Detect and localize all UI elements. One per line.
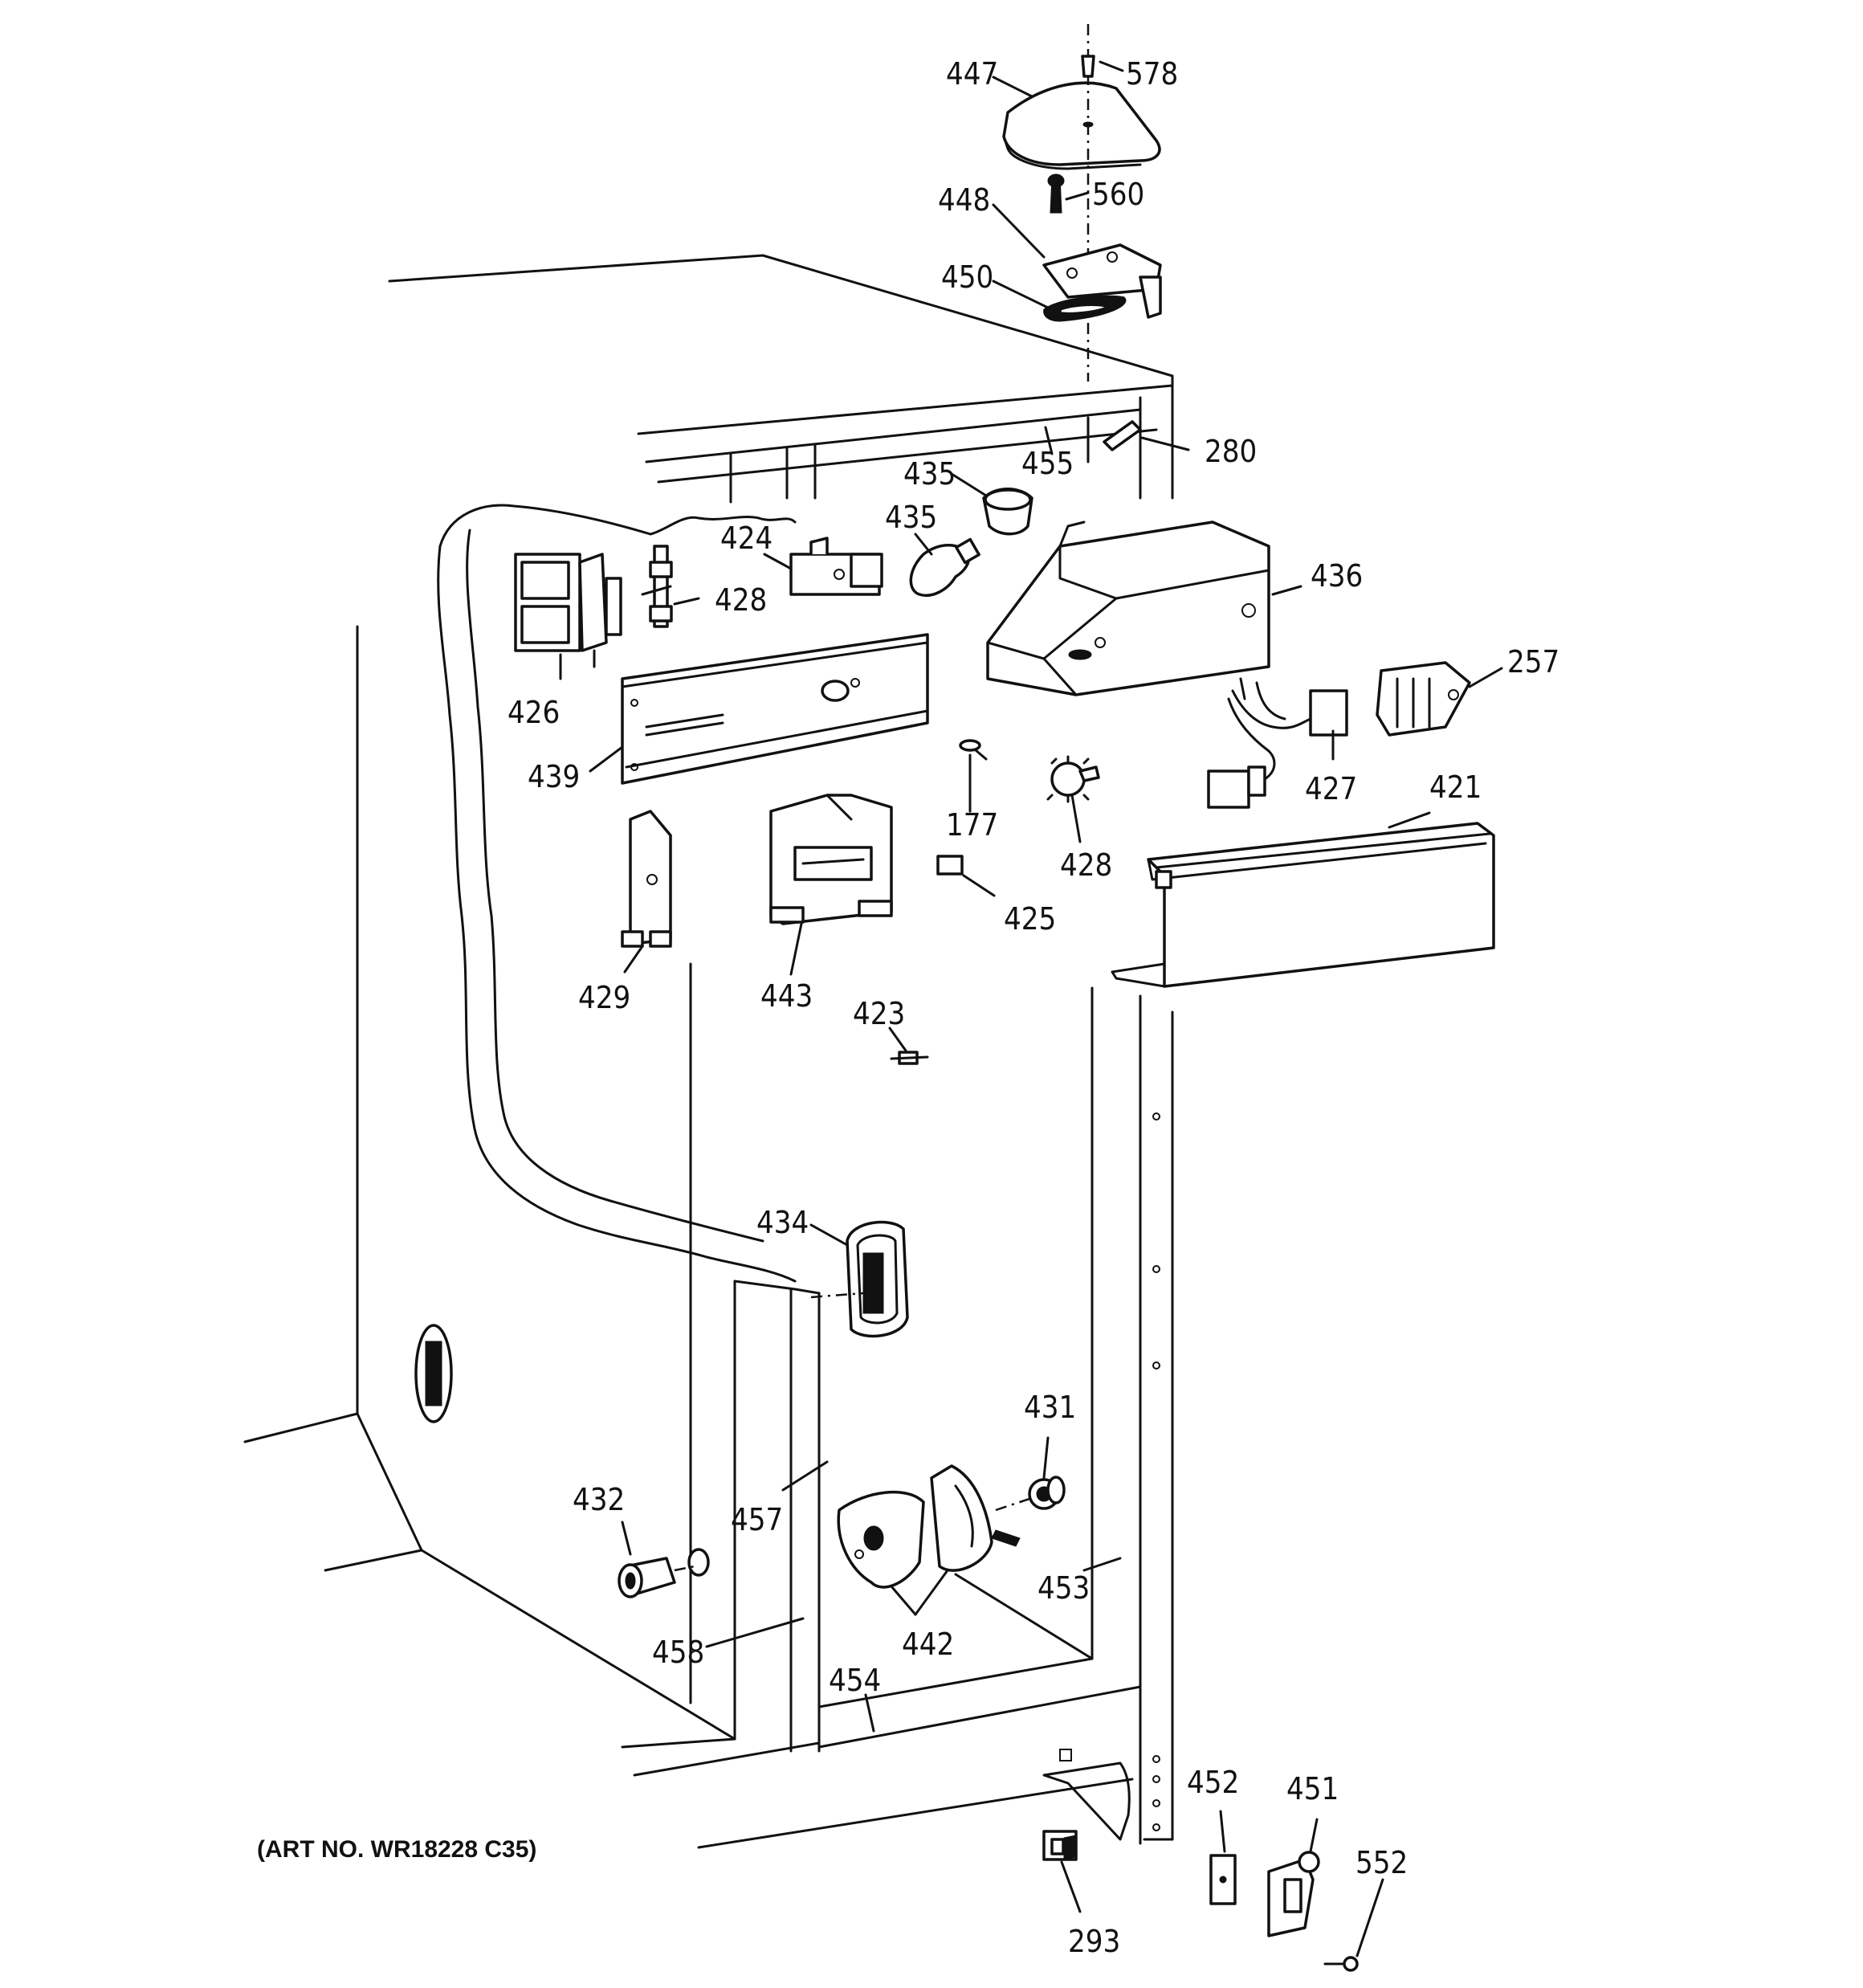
control-knob-gear [1046, 755, 1100, 803]
callout-432: 432 [573, 1482, 625, 1517]
callout-450: 450 [941, 259, 993, 295]
callout-434: 434 [756, 1205, 809, 1240]
control-housing [986, 520, 1270, 696]
hinge-screw [1081, 24, 1095, 382]
callout-labels: 447 578 448 560 450 455 280 435 435 424 … [257, 56, 1559, 1959]
callout-427: 427 [1305, 771, 1357, 806]
callout-448: 448 [938, 182, 990, 218]
defrost-timer [1376, 661, 1471, 737]
light-switch-housing [514, 553, 622, 668]
callout-452: 452 [1187, 1765, 1239, 1800]
grommet-432 [618, 1548, 710, 1598]
callout-451: 451 [1286, 1771, 1339, 1806]
callout-423: 423 [853, 996, 905, 1031]
callout-293: 293 [1068, 1924, 1120, 1959]
front-trim-strip [1111, 822, 1495, 988]
callout-447: 447 [946, 56, 998, 92]
top-hinge [1042, 173, 1162, 322]
callout-436: 436 [1311, 558, 1363, 594]
callout-457: 457 [731, 1502, 783, 1537]
damper-knob-431 [1028, 1476, 1066, 1510]
top-hinge-cover [1002, 81, 1161, 170]
switch-bracket-small [641, 545, 673, 628]
light-socket [982, 488, 1033, 536]
screw-552 [1323, 1956, 1359, 1972]
callout-257: 257 [1507, 644, 1559, 680]
leader-lines [559, 60, 1503, 1957]
callout-280: 280 [1205, 434, 1257, 469]
art-number: (ART NO. WR18228 C35) [257, 1836, 536, 1863]
callout-439: 439 [528, 759, 580, 794]
callout-428-knob: 428 [1060, 847, 1112, 883]
callout-442: 442 [902, 1627, 954, 1662]
callout-454: 454 [829, 1663, 881, 1698]
callout-429: 429 [578, 980, 630, 1015]
callout-443: 443 [760, 978, 813, 1014]
small-block-425 [936, 855, 964, 876]
callout-578: 578 [1126, 56, 1178, 92]
callout-426: 426 [508, 695, 560, 730]
callout-552: 552 [1355, 1845, 1408, 1880]
callout-428-bracket: 428 [715, 582, 767, 618]
clip-293 [1042, 1830, 1078, 1861]
callout-458: 458 [652, 1635, 704, 1670]
mounting-rail [621, 633, 929, 785]
screw-177 [959, 739, 988, 761]
bottom-hinge-451 [1267, 1851, 1320, 1937]
callout-425: 425 [1004, 901, 1056, 937]
light-bulb [909, 537, 980, 597]
callout-431: 431 [1024, 1390, 1076, 1425]
callout-421: 421 [1429, 769, 1482, 805]
callout-453: 453 [1037, 1570, 1090, 1606]
door-stop-pin [1103, 420, 1142, 451]
mounting-plate-443 [769, 794, 893, 925]
cabinet-outline [243, 254, 1174, 1849]
callout-424: 424 [720, 520, 773, 556]
damper-assembly [837, 1464, 1045, 1589]
hinge-shim-452 [1209, 1854, 1237, 1905]
wiring-harness [1207, 677, 1348, 809]
callout-435-bulb: 435 [885, 500, 937, 535]
switch-bracket-429 [621, 810, 672, 948]
air-vent-434 [810, 1220, 909, 1338]
callout-177: 177 [946, 807, 998, 843]
thermostat [789, 537, 883, 596]
callout-455: 455 [1021, 446, 1074, 481]
callout-560: 560 [1092, 177, 1144, 212]
callout-435-socket: 435 [903, 456, 956, 492]
connector-423 [890, 1051, 929, 1065]
